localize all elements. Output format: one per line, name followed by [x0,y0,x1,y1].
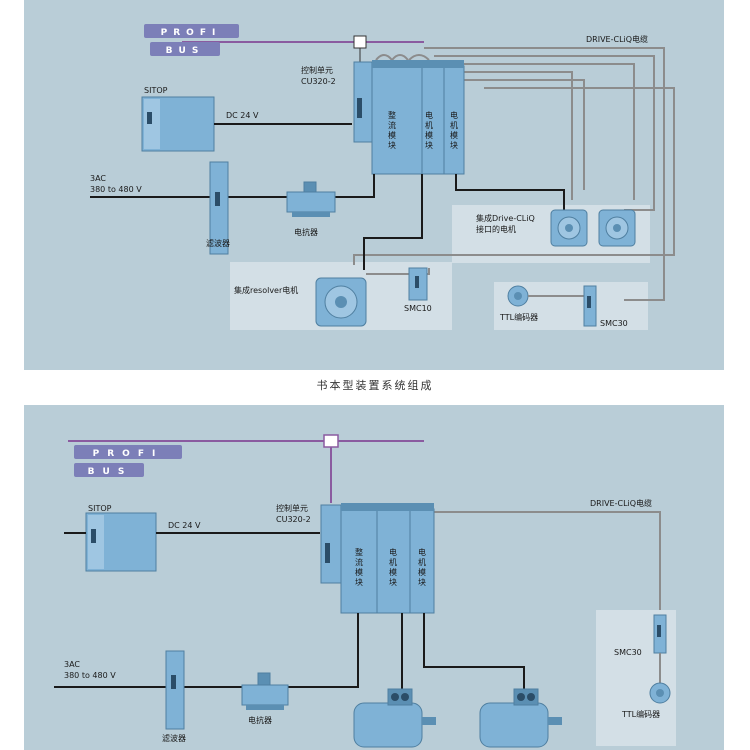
profibus-logo: PROFI BUS [144,24,239,56]
drive-cliq-label: DRIVE-CLiQ电缆 [586,34,648,44]
smc10-module[interactable] [408,267,428,301]
ac-voltage-label: 380 to 480 V [90,185,142,194]
dc24-label: DC 24 V [168,521,201,530]
rectifier-module-label: 整 流 模 块 [388,110,396,150]
svg-text:机: 机 [389,557,397,567]
motor-module-2[interactable] [443,65,465,175]
drive-cliq-label: DRIVE-CLiQ电缆 [590,498,652,508]
ttl-encoder-label: TTL编码器 [621,709,660,719]
profibus-logo-text-2: BUS [88,467,133,477]
motor-module-2-label: 电 机 模 块 [418,547,426,587]
line-filter[interactable] [209,161,229,255]
dcliq-motor-2[interactable] [598,209,636,247]
profibus-logo-text-1: PROFI [161,28,222,38]
figure-caption: 书本型装置系统组成 [316,379,434,392]
resolver-motor-label: 集成resolver电机 [234,285,298,295]
ttl-encoder[interactable] [649,682,671,704]
svg-text:模: 模 [388,130,396,140]
svg-text:电: 电 [425,110,433,120]
drive-lineup [353,60,465,175]
svg-text:电: 电 [418,547,426,557]
rectifier-module[interactable] [371,65,423,175]
control-unit-label: 控制单元 [301,65,333,75]
profibus-logo-text-2: BUS [166,46,205,56]
sitop-label: SITOP [88,504,112,513]
svg-text:电: 电 [389,547,397,557]
diagram-system-2: PROFI BUS DRIVE-CLiQ电缆 SITOP DC 24 V 控制单… [24,405,724,750]
line-filter[interactable] [165,650,185,730]
drive-lineup [320,503,435,614]
control-unit-label: 控制单元 [276,503,308,513]
motor-module-1[interactable] [376,508,411,614]
svg-text:机: 机 [418,557,426,567]
motor-1[interactable] [353,688,436,748]
line-reactor[interactable] [286,181,336,217]
motor-module-1[interactable] [421,65,445,175]
drive-cliq-cables [353,47,675,301]
motor-2[interactable] [479,688,562,748]
profibus-logo-text-1: PROFI [93,449,164,459]
motor-module-2-label: 电 机 模 块 [450,110,458,150]
svg-text:块: 块 [389,577,397,587]
control-unit-model: CU320-2 [301,77,336,86]
diagram-compact-system: PROFI BUS SITOP DC 24 V 控制单元 CU320-2 整 流… [24,0,724,370]
dcliq-motor-label-2: 接口的电机 [476,224,516,234]
sitop-label: SITOP [144,86,168,95]
smc30-label: SMC30 [600,319,628,328]
reactor-label: 电抗器 [294,227,318,237]
drive-cliq-cable [434,511,661,610]
dcliq-motor-label: 集成Drive-CLiQ [476,213,535,223]
ttl-encoder-label: TTL编码器 [499,312,538,322]
ac-supply-label: 3AC [90,174,106,183]
svg-text:整: 整 [355,547,363,557]
motor-module-2[interactable] [409,508,435,614]
filter-label: 滤波器 [206,238,230,248]
svg-text:电: 电 [450,110,458,120]
svg-text:模: 模 [389,567,397,577]
profibus-logo: PROFI BUS [74,445,182,477]
svg-text:流: 流 [355,557,363,567]
motor-module-1-label: 电 机 模 块 [425,110,433,150]
svg-text:机: 机 [425,120,433,130]
svg-text:机: 机 [450,120,458,130]
power-lines [90,174,565,270]
rectifier-module-label: 整 流 模 块 [355,547,363,587]
smc30-module[interactable] [583,285,597,327]
svg-text:模: 模 [450,130,458,140]
resolver-motor[interactable] [315,277,367,327]
svg-text:块: 块 [355,577,363,587]
ac-supply-label: 3AC [64,660,80,669]
svg-text:整: 整 [388,110,396,120]
svg-text:块: 块 [418,577,426,587]
svg-text:模: 模 [355,567,363,577]
sitop-power-supply[interactable] [141,96,215,152]
control-unit-model: CU320-2 [276,515,311,524]
sitop-power-supply[interactable] [85,512,157,572]
ttl-encoder[interactable] [507,285,529,307]
svg-text:块: 块 [450,140,458,150]
smc10-label: SMC10 [404,304,432,313]
svg-text:模: 模 [418,567,426,577]
svg-text:流: 流 [388,120,396,130]
line-reactor[interactable] [241,672,289,710]
smc30-module[interactable] [653,614,667,654]
ac-voltage-label: 380 to 480 V [64,671,116,680]
dcliq-motor-1[interactable] [550,209,588,247]
reactor-label: 电抗器 [248,715,272,725]
motor-module-1-label: 电 机 模 块 [389,547,397,587]
power-lines [54,613,525,695]
profibus-connector[interactable] [353,35,367,49]
smc30-label: SMC30 [614,648,642,657]
filter-label: 滤波器 [162,733,186,743]
bottom-diagram-svg: PROFI BUS DRIVE-CLiQ电缆 SITOP DC 24 V 控制单… [54,434,676,748]
dc24-label: DC 24 V [226,111,259,120]
svg-text:模: 模 [425,130,433,140]
profibus-connector[interactable] [323,434,339,448]
top-diagram-svg: PROFI BUS SITOP DC 24 V 控制单元 CU320-2 整 流… [90,24,675,330]
svg-text:块: 块 [388,140,396,150]
svg-text:块: 块 [425,140,433,150]
